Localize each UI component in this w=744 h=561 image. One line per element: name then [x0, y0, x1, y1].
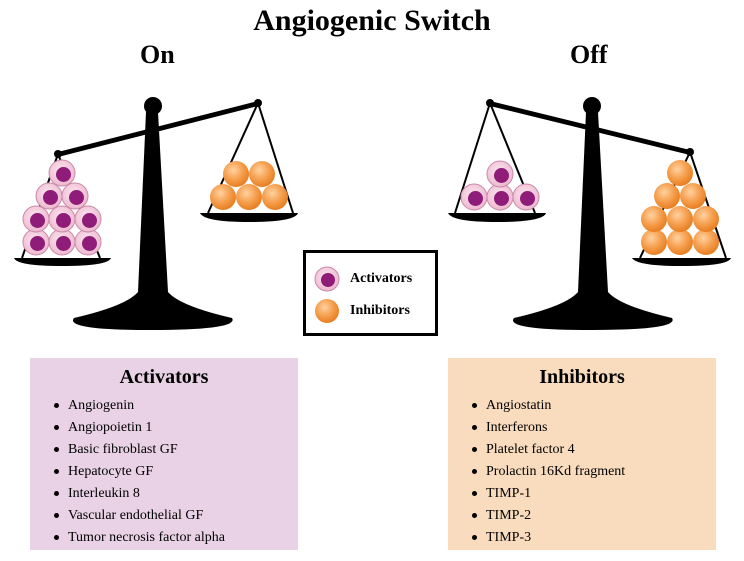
inhibitor-cell	[667, 229, 693, 255]
activator-cell	[35, 182, 63, 210]
balance-scales	[14, 97, 731, 330]
inhibitor-cell	[249, 161, 275, 187]
state-off-label: Off	[570, 40, 608, 69]
state-on-label: On	[140, 40, 175, 69]
list-item: Hepatocyte GF	[54, 461, 298, 483]
activator-cell	[74, 228, 102, 256]
list-item: Angiopoietin 1	[54, 417, 298, 439]
inhibitor-cell	[223, 161, 249, 187]
activator-cell	[22, 228, 50, 256]
legend-item-inhibitors: Inhibitors	[314, 298, 410, 324]
inhibitor-cell	[641, 229, 667, 255]
list-item: Interferons	[472, 417, 716, 439]
activators-panel-title: Activators	[119, 366, 209, 388]
legend: Activators Inhibitors	[303, 250, 438, 336]
inhibitors-list: Angiostatin Interferons Platelet factor …	[448, 395, 716, 549]
legend-label-activators: Activators	[350, 271, 413, 286]
inhibitor-cell	[693, 229, 719, 255]
inhibitor-cell	[236, 184, 262, 210]
activator-cell	[486, 160, 514, 188]
activator-cell	[61, 182, 89, 210]
activator-cell-icon	[314, 266, 340, 292]
list-item: Angiogenin	[54, 395, 298, 417]
inhibitors-panel: Inhibitors Angiostatin Interferons Plate…	[448, 358, 716, 550]
list-item: TIMP-2	[472, 505, 716, 527]
inhibitor-cell	[667, 206, 693, 232]
activator-cell	[48, 228, 76, 256]
list-item: TIMP-3	[472, 527, 716, 549]
activator-cell	[74, 205, 102, 233]
list-item: Vascular endothelial GF	[54, 505, 298, 527]
inhibitor-cell	[641, 206, 667, 232]
list-item: Basic fibroblast GF	[54, 439, 298, 461]
inhibitors-panel-title: Inhibitors	[539, 366, 625, 388]
list-item: Angiostatin	[472, 395, 716, 417]
activator-cell	[22, 205, 50, 233]
activator-cell	[512, 183, 540, 211]
legend-label-inhibitors: Inhibitors	[350, 303, 410, 318]
activator-cell	[48, 205, 76, 233]
list-item: Platelet factor 4	[472, 439, 716, 461]
scale-off	[448, 97, 731, 330]
inhibitor-cell	[693, 206, 719, 232]
inhibitor-cell	[262, 184, 288, 210]
list-item: Tumor necrosis factor alpha	[54, 527, 298, 549]
list-item: TIMP-1	[472, 483, 716, 505]
list-item: Interleukin 8	[54, 483, 298, 505]
inhibitor-cell-icon	[315, 299, 339, 323]
scale-on	[14, 97, 298, 330]
inhibitor-cell	[654, 183, 680, 209]
activators-panel: Activators Angiogenin Angiopoietin 1 Bas…	[30, 358, 298, 550]
diagram-title: Angiogenic Switch	[253, 4, 491, 37]
activator-cell	[486, 183, 514, 211]
inhibitor-cell	[210, 184, 236, 210]
activators-list: Angiogenin Angiopoietin 1 Basic fibrobla…	[30, 395, 298, 549]
activator-cell	[460, 183, 488, 211]
activator-cell	[48, 159, 76, 187]
list-item: Prolactin 16Kd fragment	[472, 461, 716, 483]
legend-item-activators: Activators	[314, 266, 412, 292]
inhibitor-cell	[680, 183, 706, 209]
inhibitor-cell	[667, 160, 693, 186]
